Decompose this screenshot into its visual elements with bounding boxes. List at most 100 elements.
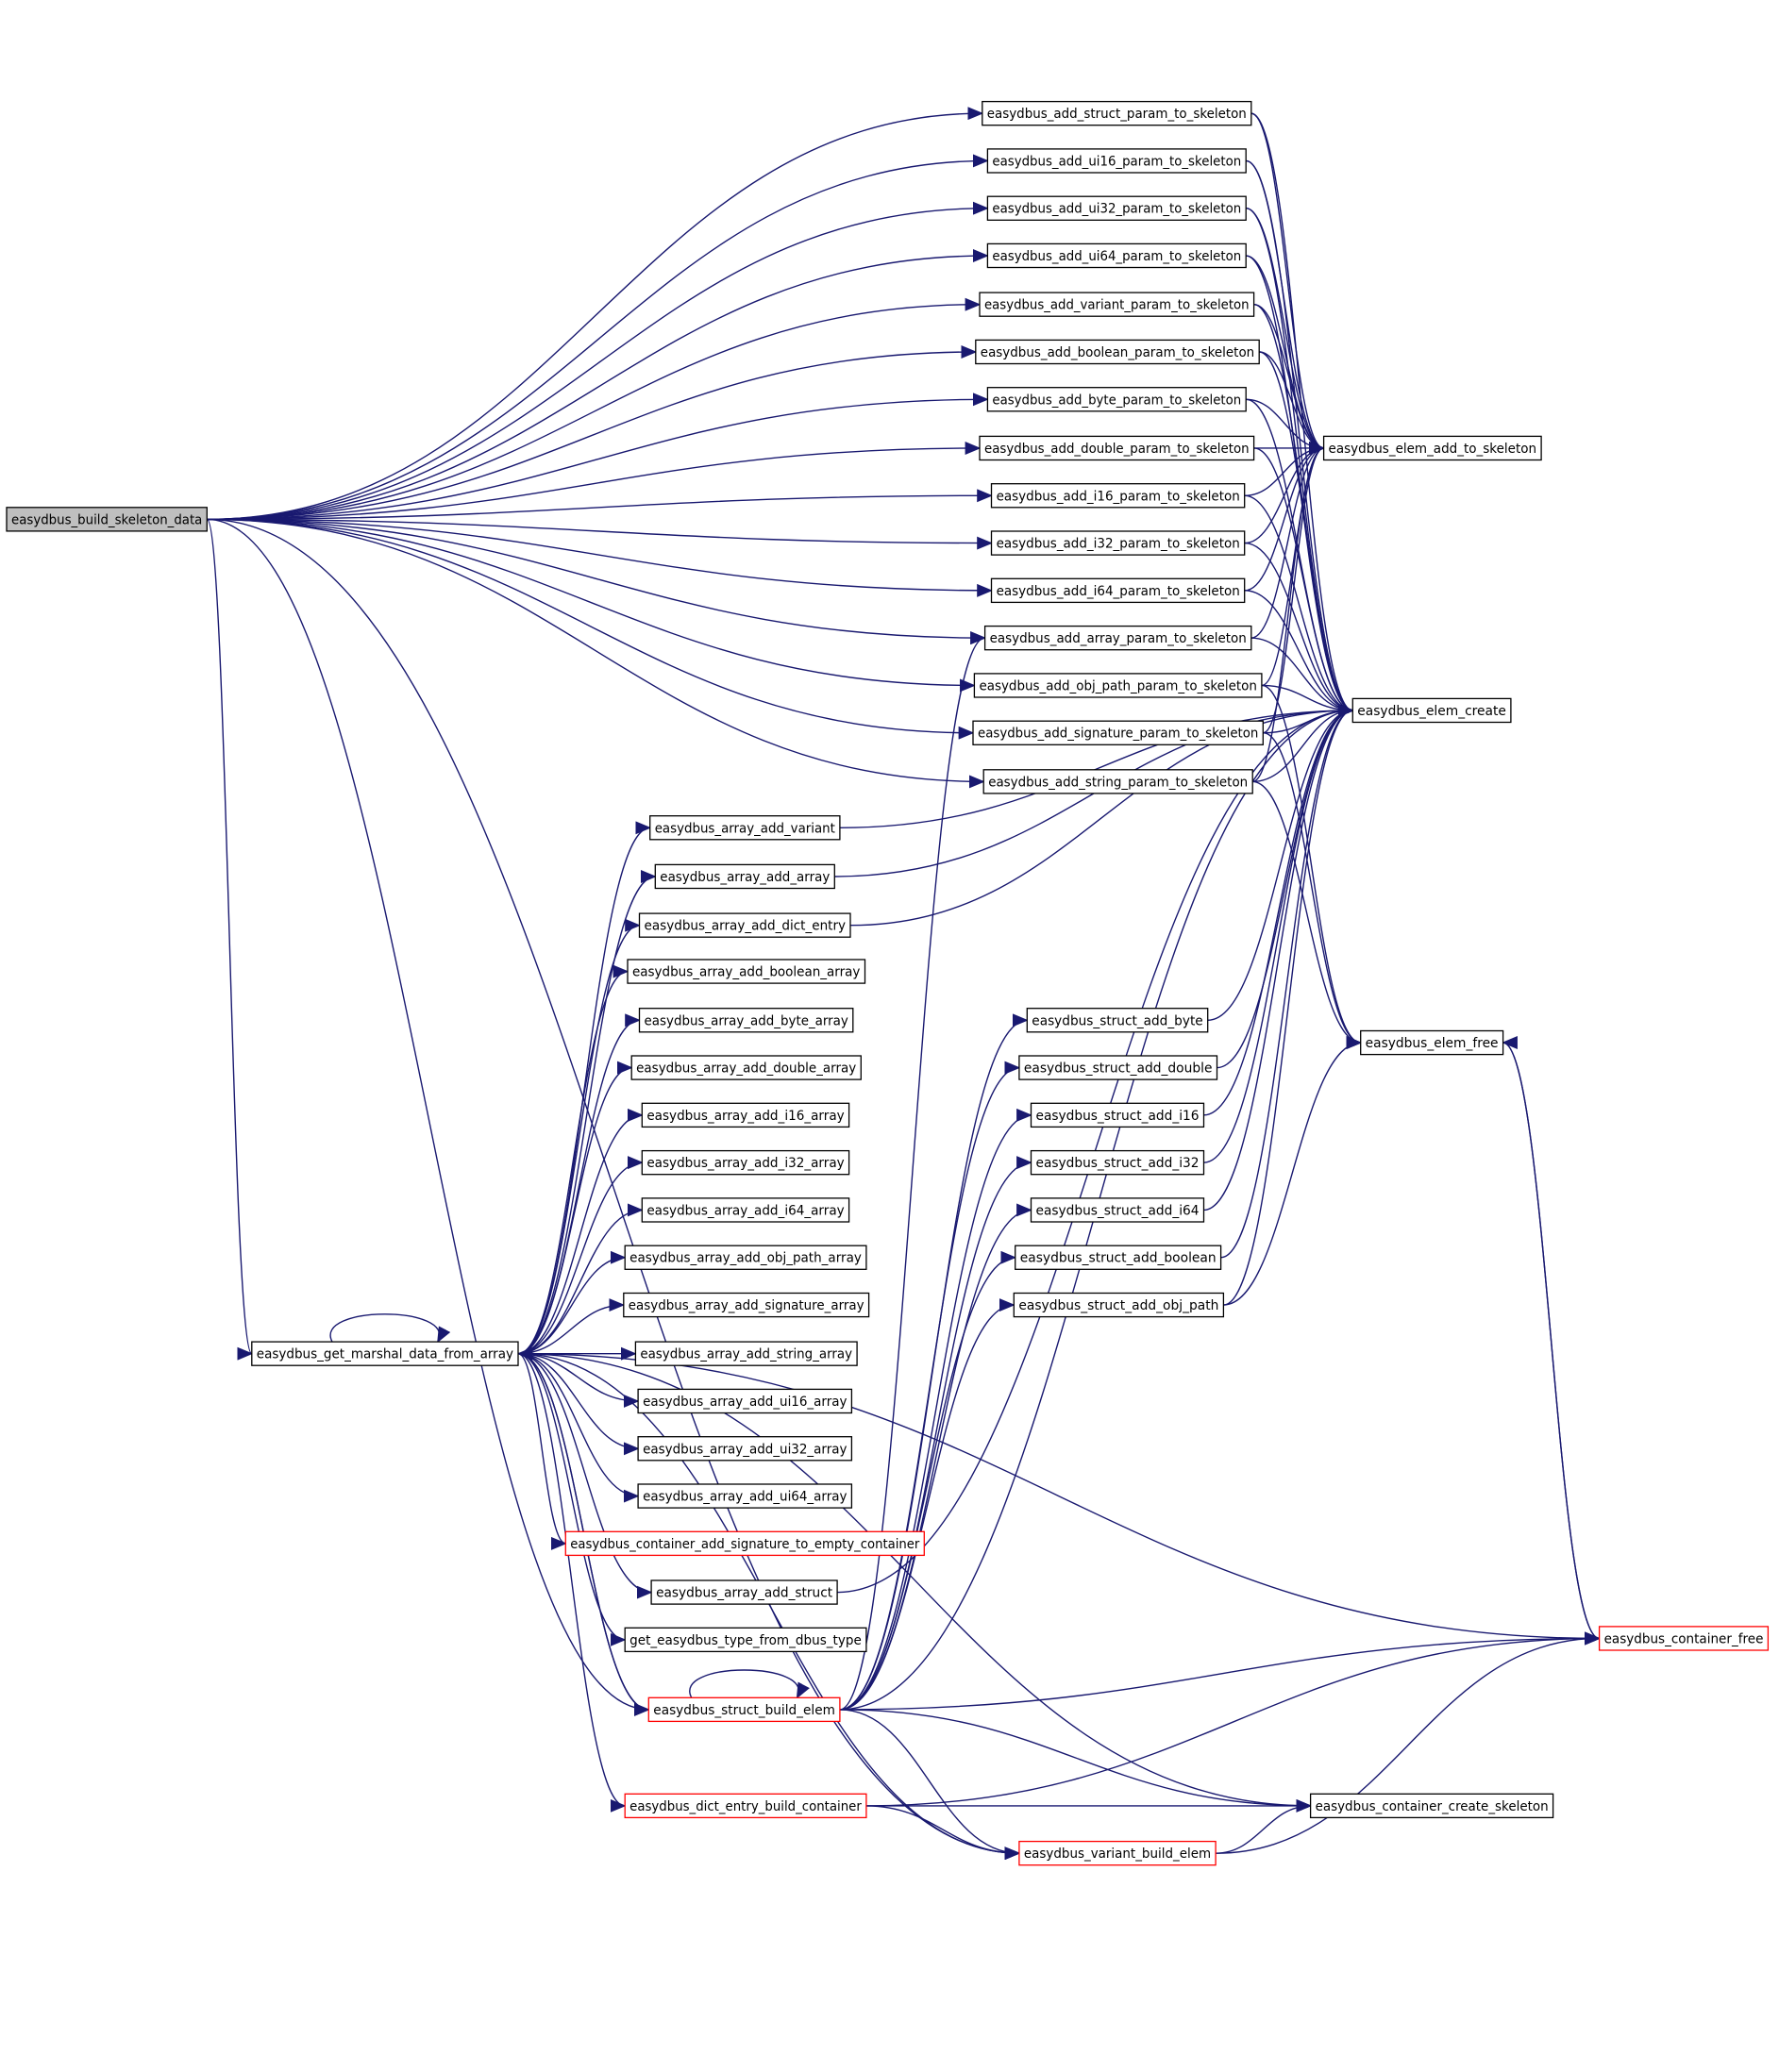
call-edge-s_boolean-to-elem_create	[1221, 704, 1354, 1258]
function-node[interactable]: easydbus_array_add_struct	[650, 1579, 838, 1605]
function-node-label: easydbus_struct_build_elem	[653, 1703, 835, 1718]
function-node[interactable]: easydbus_dict_entry_build_container	[624, 1793, 867, 1819]
function-node[interactable]: easydbus_array_add_double_array	[630, 1055, 862, 1080]
call-edge-root-to-struct_build	[207, 519, 650, 1716]
function-node[interactable]: easydbus_struct_add_obj_path	[1013, 1292, 1225, 1318]
function-node[interactable]: easydbus_array_add_ui64_array	[637, 1483, 853, 1509]
function-node-box	[990, 577, 1246, 604]
function-node-label: easydbus_add_signature_param_to_skeleton	[978, 727, 1258, 742]
function-node[interactable]: easydbus_get_marshal_data_from_array	[251, 1341, 519, 1366]
function-node[interactable]: easydbus_struct_add_i64	[1030, 1197, 1205, 1223]
function-node[interactable]: get_easydbus_type_from_dbus_type	[624, 1627, 867, 1653]
function-node-label: easydbus_add_string_param_to_skeleton	[988, 775, 1248, 790]
function-node[interactable]: easydbus_add_ui16_param_to_skeleton	[986, 148, 1247, 174]
call-edge-marshal-to-a_signature	[518, 1298, 626, 1354]
call-edge-marshal-to-container_create	[518, 1354, 1313, 1813]
function-node[interactable]: easydbus_array_add_ui32_array	[637, 1436, 853, 1462]
function-node-box	[1351, 697, 1512, 724]
function-node[interactable]: easydbus_add_boolean_param_to_skeleton	[975, 339, 1260, 365]
function-node-label: easydbus_dict_entry_build_container	[629, 1799, 862, 1814]
call-edge-marshal-to-a_struct	[518, 1354, 653, 1599]
call-edge-root-to-p_objpath	[207, 519, 976, 693]
function-node[interactable]: easydbus_struct_add_double	[1018, 1055, 1218, 1080]
function-node-box	[983, 625, 1252, 651]
function-node-box	[986, 148, 1247, 174]
call-edge-marshal-to-marshal	[330, 1314, 451, 1344]
function-node[interactable]: easydbus_array_add_signature_array	[623, 1292, 870, 1318]
function-node-label: easydbus_array_add_boolean_array	[632, 965, 861, 980]
function-node-label: easydbus_add_ui16_param_to_skeleton	[992, 154, 1241, 169]
function-node[interactable]: easydbus_container_add_signature_to_empt…	[564, 1530, 925, 1557]
function-node-box	[623, 1292, 870, 1318]
function-node[interactable]: easydbus_add_array_param_to_skeleton	[983, 625, 1252, 651]
function-node-box	[1015, 1245, 1222, 1270]
call-edge-root-to-p_ui16	[207, 154, 989, 519]
function-node[interactable]: easydbus_array_add_string_array	[634, 1341, 858, 1366]
function-node[interactable]: easydbus_struct_build_elem	[647, 1696, 841, 1723]
function-node[interactable]: easydbus_add_ui64_param_to_skeleton	[986, 242, 1247, 269]
call-edge-p_signature-to-elem_add	[1263, 442, 1325, 733]
function-node[interactable]: easydbus_struct_add_i16	[1030, 1102, 1205, 1128]
function-node[interactable]: easydbus_array_add_i16_array	[641, 1102, 850, 1128]
function-node[interactable]: easydbus_array_add_obj_path_array	[624, 1245, 867, 1270]
function-node[interactable]: easydbus_add_struct_param_to_skeleton	[982, 100, 1252, 126]
call-edge-marshal-to-container_free	[518, 1354, 1601, 1646]
function-node-label: easydbus_add_double_param_to_skeleton	[984, 442, 1250, 457]
function-node[interactable]: easydbus_elem_create	[1351, 697, 1512, 724]
function-node-label: easydbus_struct_add_boolean	[1020, 1251, 1217, 1266]
call-edge-p_array-to-elem_add	[1251, 442, 1325, 638]
function-node[interactable]: easydbus_array_add_variant	[649, 815, 841, 841]
function-node-label: easydbus_variant_build_elem	[1024, 1846, 1211, 1862]
call-edge-variant_build-to-container_create	[1216, 1798, 1313, 1853]
call-edge-p_i16-to-elem_create	[1245, 495, 1354, 717]
call-edge-p_objpath-to-elem_free	[1262, 685, 1363, 1049]
function-node[interactable]: easydbus_struct_add_i32	[1030, 1149, 1205, 1176]
function-node[interactable]: easydbus_array_add_i32_array	[641, 1149, 850, 1176]
function-node[interactable]: easydbus_array_add_byte_array	[638, 1008, 854, 1033]
function-node[interactable]: easydbus_elem_free	[1360, 1029, 1504, 1056]
function-node[interactable]: easydbus_add_variant_param_to_skeleton	[979, 292, 1255, 317]
function-node-label: easydbus_add_byte_param_to_skeleton	[992, 393, 1241, 408]
function-node[interactable]: easydbus_elem_add_to_skeleton	[1322, 435, 1542, 461]
function-node-box	[986, 387, 1247, 412]
function-node-label: easydbus_container_add_signature_to_empt…	[570, 1537, 919, 1552]
function-node-label: easydbus_array_add_i16_array	[646, 1109, 844, 1124]
call-edge-root-to-p_struct	[207, 107, 984, 519]
function-node-label: easydbus_elem_free	[1366, 1036, 1499, 1051]
function-node-box	[1026, 1008, 1209, 1033]
call-edge-struct_build-to-variant_build	[840, 1710, 1021, 1861]
call-edge-marshal-to-a_boolean	[518, 964, 629, 1354]
function-node-box	[624, 1793, 867, 1819]
function-node[interactable]: easydbus_container_create_skeleton	[1309, 1793, 1554, 1819]
function-node-label: easydbus_struct_add_obj_path	[1018, 1298, 1218, 1313]
function-node-label: easydbus_add_ui32_param_to_skeleton	[992, 202, 1241, 217]
function-node[interactable]: easydbus_array_add_dict_entry	[638, 912, 851, 938]
function-node[interactable]: easydbus_container_free	[1598, 1626, 1770, 1651]
function-node[interactable]: easydbus_add_double_param_to_skeleton	[979, 435, 1255, 461]
call-edge-marshal-to-a_i32	[518, 1156, 644, 1354]
function-node[interactable]: easydbus_add_signature_param_to_skeleton	[972, 720, 1264, 745]
function-node[interactable]: easydbus_add_ui32_param_to_skeleton	[986, 195, 1247, 221]
call-edge-p_variant-to-elem_create	[1254, 305, 1354, 717]
function-node[interactable]: easydbus_add_i16_param_to_skeleton	[990, 483, 1246, 509]
function-node[interactable]: easydbus_struct_add_byte	[1026, 1008, 1209, 1033]
function-node-box	[1322, 435, 1542, 461]
function-node[interactable]: easydbus_build_skeleton_data	[6, 507, 208, 532]
function-node-box	[637, 1436, 853, 1462]
function-node[interactable]: easydbus_variant_build_elem	[1018, 1840, 1217, 1866]
function-node[interactable]: easydbus_array_add_i64_array	[641, 1197, 850, 1223]
function-node[interactable]: easydbus_add_string_param_to_skeleton	[982, 769, 1253, 794]
function-node-box	[641, 1149, 850, 1176]
function-node[interactable]: easydbus_array_add_ui16_array	[637, 1388, 853, 1414]
function-node[interactable]: easydbus_struct_add_boolean	[1015, 1245, 1222, 1270]
function-node[interactable]: easydbus_array_add_boolean_array	[627, 959, 866, 984]
function-node[interactable]: easydbus_array_add_array	[654, 863, 835, 890]
function-node-box	[975, 339, 1260, 365]
function-node[interactable]: easydbus_add_i32_param_to_skeleton	[990, 530, 1246, 556]
function-node-box	[637, 1483, 853, 1509]
function-node[interactable]: easydbus_add_obj_path_param_to_skeleton	[973, 673, 1263, 698]
function-node[interactable]: easydbus_add_byte_param_to_skeleton	[986, 387, 1247, 412]
function-node[interactable]: easydbus_add_i64_param_to_skeleton	[990, 577, 1246, 604]
call-edge-marshal-to-a_ui16	[518, 1354, 640, 1408]
